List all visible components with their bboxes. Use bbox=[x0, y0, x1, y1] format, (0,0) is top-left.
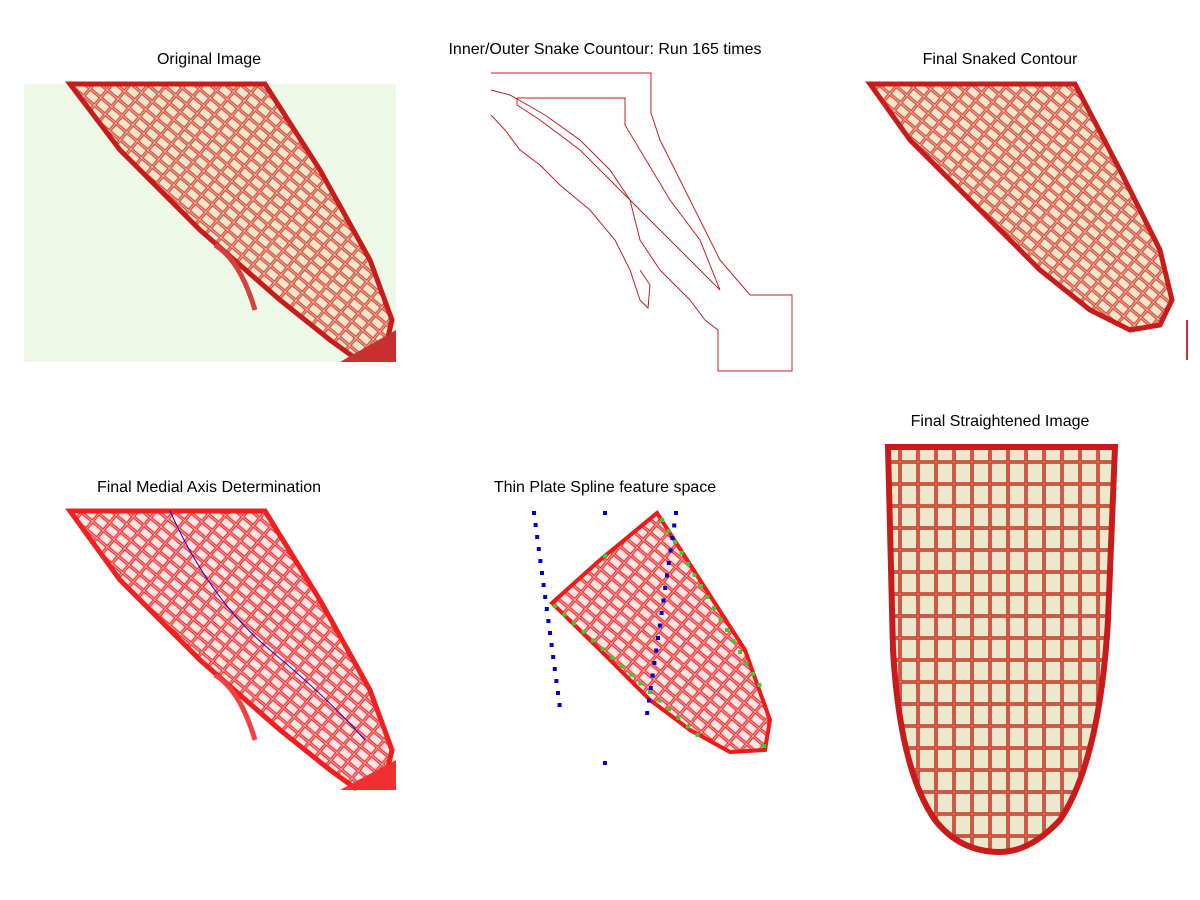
green-landmark bbox=[712, 606, 716, 610]
blue-landmark bbox=[666, 561, 671, 565]
green-landmark bbox=[725, 628, 729, 632]
green-landmark bbox=[610, 655, 614, 660]
blue-landmark bbox=[652, 661, 657, 665]
blue-landmark bbox=[556, 691, 560, 695]
green-landmark bbox=[751, 672, 755, 676]
green-landmark bbox=[591, 638, 595, 643]
green-landmark bbox=[648, 690, 652, 694]
green-landmark bbox=[679, 551, 684, 555]
blue-landmark bbox=[650, 673, 655, 678]
green-landmark bbox=[660, 518, 664, 522]
straightened-image bbox=[884, 444, 1119, 856]
blue-landmark bbox=[668, 548, 673, 553]
blue-landmark bbox=[532, 511, 536, 515]
green-landmark bbox=[553, 604, 557, 608]
blue-landmark bbox=[670, 536, 675, 540]
blue-landmark bbox=[647, 698, 651, 703]
blue-landmark bbox=[557, 703, 562, 707]
blue-landmark bbox=[546, 619, 551, 623]
green-landmark bbox=[731, 639, 736, 643]
green-landmark bbox=[738, 650, 742, 654]
blue-landmark bbox=[603, 511, 607, 515]
green-landmark bbox=[603, 554, 607, 558]
blue-landmark bbox=[654, 648, 659, 653]
panel-title-snake: Inner/Outer Snake Countour: Run 165 time… bbox=[448, 41, 762, 58]
blue-landmark bbox=[659, 611, 664, 615]
green-landmark bbox=[705, 595, 710, 599]
blue-landmark bbox=[656, 636, 660, 640]
blue-landmark bbox=[535, 535, 540, 539]
blue-landmark bbox=[541, 583, 546, 587]
blue-landmark bbox=[648, 686, 653, 690]
green-landmark bbox=[667, 707, 671, 712]
green-landmark bbox=[600, 647, 605, 651]
blue-landmark bbox=[538, 559, 543, 563]
medial-axis-image bbox=[65, 508, 396, 791]
original-image bbox=[24, 81, 396, 362]
blue-landmark bbox=[603, 761, 607, 765]
blue-landmark bbox=[540, 571, 544, 575]
green-landmark bbox=[718, 617, 723, 621]
green-landmark bbox=[762, 744, 766, 748]
green-landmark bbox=[676, 715, 681, 720]
green-landmark bbox=[686, 562, 690, 566]
green-landmark bbox=[657, 698, 662, 703]
green-landmark bbox=[673, 540, 677, 544]
green-landmark bbox=[757, 683, 762, 687]
green-landmark bbox=[692, 573, 697, 577]
snaked-contour-image bbox=[865, 81, 1188, 360]
blue-landmark bbox=[533, 523, 538, 527]
green-landmark bbox=[581, 629, 586, 634]
blue-landmark bbox=[665, 573, 669, 578]
green-landmark bbox=[562, 612, 567, 617]
green-landmark bbox=[744, 661, 749, 665]
green-landmark bbox=[638, 681, 643, 686]
blue-landmark bbox=[661, 598, 666, 603]
tps-feature-space bbox=[532, 510, 773, 765]
panel-title-straightened: Final Straightened Image bbox=[910, 413, 1090, 430]
blue-landmark bbox=[548, 631, 552, 635]
panel-title-medial-axis: Final Medial Axis Determination bbox=[96, 479, 322, 496]
blue-landmark bbox=[552, 667, 557, 671]
blue-landmark bbox=[554, 679, 559, 683]
blue-landmark bbox=[549, 643, 554, 647]
green-landmark bbox=[629, 672, 633, 677]
blue-landmark bbox=[657, 623, 662, 628]
green-landmark bbox=[686, 724, 690, 729]
green-landmark bbox=[666, 529, 671, 533]
blue-landmark bbox=[551, 655, 556, 659]
panel-title-tps: Thin Plate Spline feature space bbox=[493, 479, 717, 496]
blue-landmark bbox=[663, 586, 668, 590]
snake-contour-plot bbox=[490, 72, 793, 372]
blue-landmark bbox=[672, 523, 677, 528]
blue-landmark bbox=[536, 547, 541, 551]
blue-landmark bbox=[544, 607, 549, 611]
medial-axis-line bbox=[169, 510, 366, 741]
panel-title-snaked-contour: Final Snaked Contour bbox=[922, 51, 1078, 68]
green-landmark bbox=[619, 664, 624, 669]
blue-landmark bbox=[674, 511, 678, 515]
blue-landmark bbox=[543, 595, 548, 599]
panel-title-original: Original Image bbox=[156, 51, 262, 68]
green-landmark bbox=[695, 733, 700, 737]
green-landmark bbox=[572, 621, 576, 626]
green-landmark bbox=[699, 584, 703, 588]
blue-landmark bbox=[645, 711, 650, 715]
